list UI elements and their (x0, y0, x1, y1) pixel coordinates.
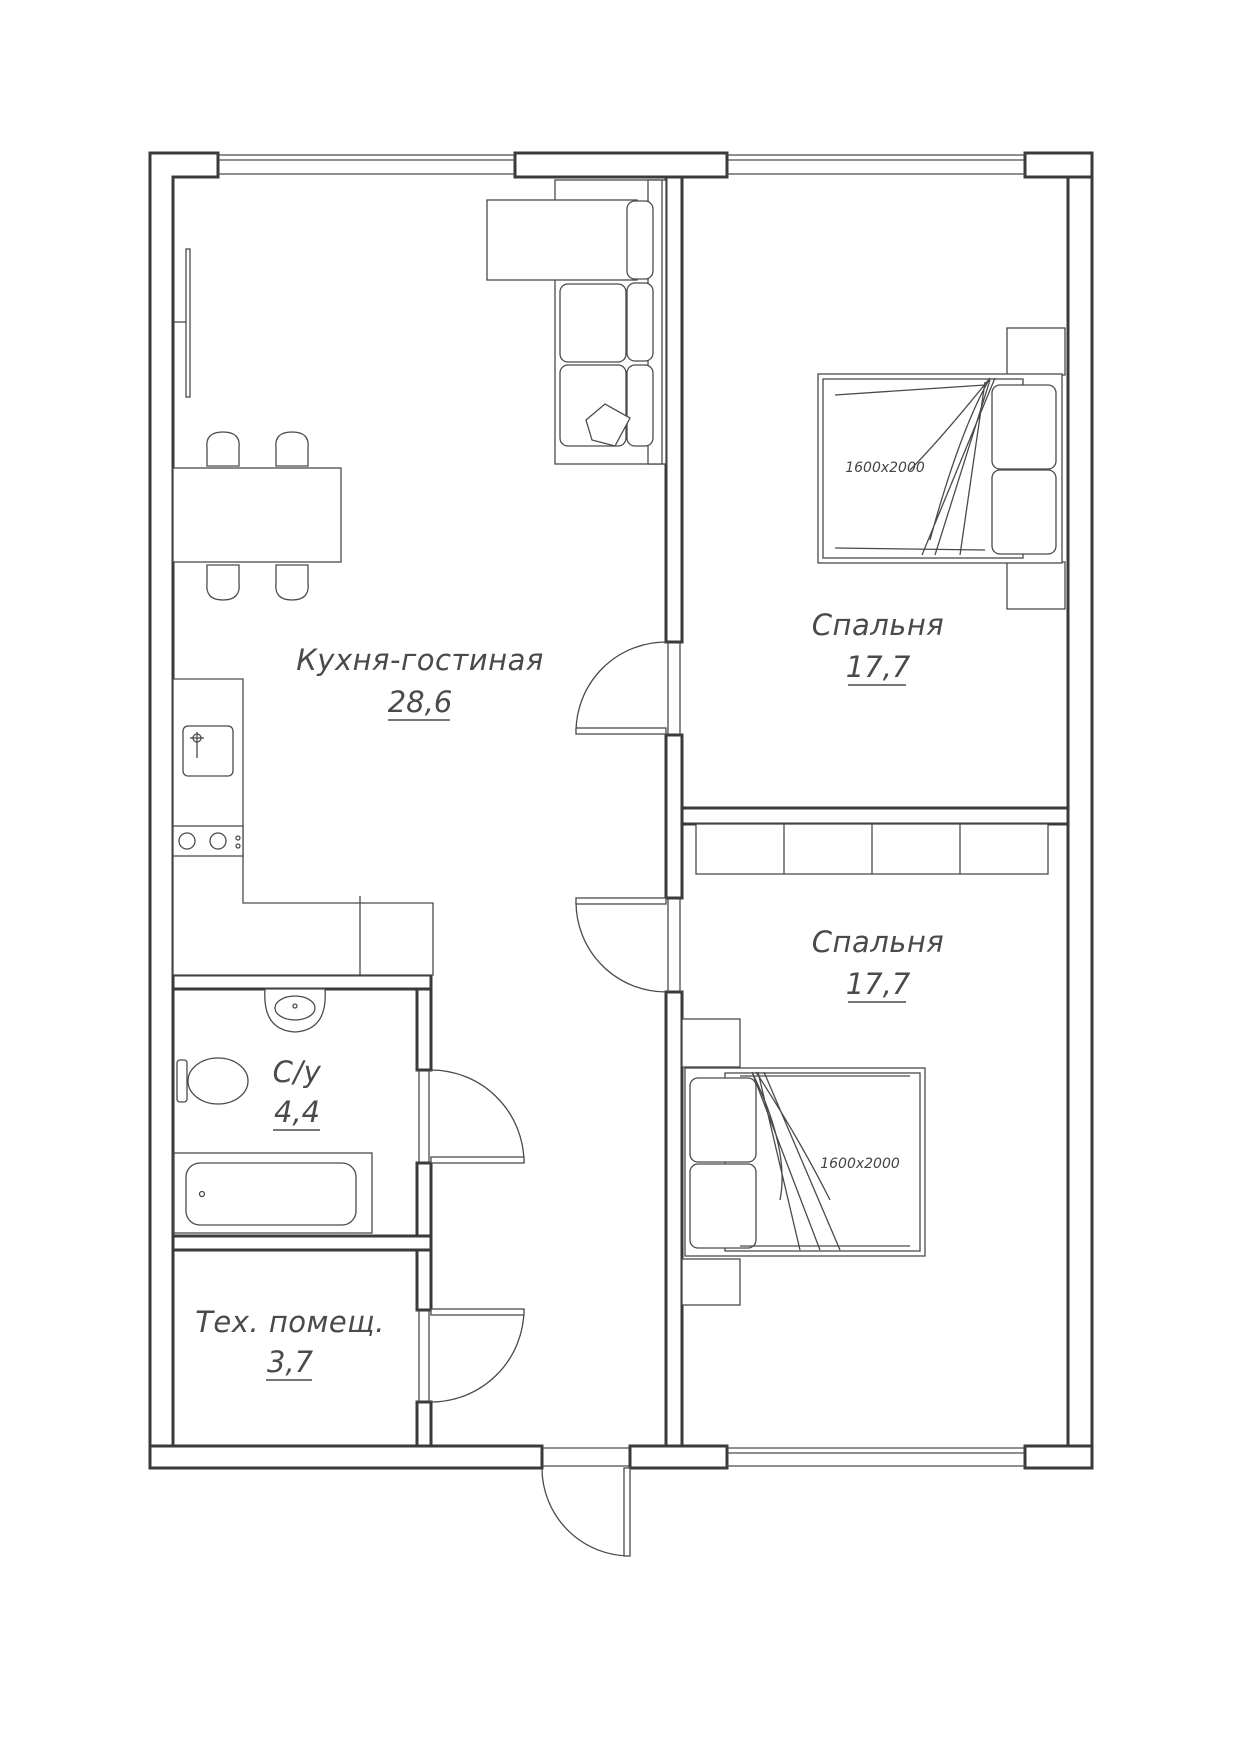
room-area-bedroom-1: 17,7 (846, 650, 911, 684)
nightstand (1006, 327, 1066, 610)
dining-table (172, 431, 342, 601)
tv-unit (174, 248, 191, 398)
room-name-tech-room: Тех. помещ. (195, 1305, 385, 1339)
nightstand (681, 1018, 741, 1306)
room-area-kitchen-living: 28,6 (388, 685, 453, 719)
room-area-bathroom: 4,4 (274, 1095, 320, 1129)
chair (206, 431, 309, 601)
stove-icon (172, 825, 244, 857)
room-area-tech-room: 3,7 (267, 1345, 314, 1379)
bed-size-label: 1600x2000 (845, 460, 925, 476)
kitchen-counter (172, 678, 434, 976)
interior-walls (171, 175, 1070, 1448)
window-bottom-right (727, 1447, 1025, 1467)
room-label-bathroom: С/у 4,4 (273, 1055, 322, 1131)
room-area-bedroom-2: 17,7 (846, 967, 911, 1001)
doors[interactable] (418, 641, 681, 1557)
window-top-left (218, 154, 515, 175)
washbasin (264, 988, 326, 1033)
room-name-bedroom-2: Спальня (812, 925, 945, 959)
door-bedroom-2 (575, 897, 681, 993)
bathtub (173, 1152, 373, 1234)
window-top-right (727, 154, 1025, 175)
door-entrance (541, 1447, 631, 1557)
outer-walls (148, 151, 1094, 1470)
door-bedroom-1 (575, 641, 681, 735)
room-name-kitchen-living: Кухня-гостиная (296, 643, 544, 677)
room-label-kitchen-living: Кухня-гостиная 28,6 (296, 643, 544, 721)
bed-2 (684, 1067, 926, 1257)
room-label-bedroom-1: Спальня 17,7 (812, 608, 945, 686)
door-tech-room (418, 1308, 525, 1403)
door-bathroom (418, 1069, 525, 1164)
room-name-bedroom-1: Спальня (812, 608, 945, 642)
wardrobe (695, 823, 1049, 875)
room-label-tech-room: Тех. помещ. 3,7 (195, 1305, 385, 1381)
windows (218, 154, 1025, 1467)
bed-size-label: 1600x2000 (820, 1156, 900, 1172)
bed-1 (817, 373, 1063, 564)
sofa (486, 179, 667, 465)
room-label-bedroom-2: Спальня 17,7 (812, 925, 945, 1003)
room-name-bathroom: С/у (273, 1055, 322, 1089)
sink-icon (182, 725, 234, 777)
toilet (176, 1057, 249, 1105)
